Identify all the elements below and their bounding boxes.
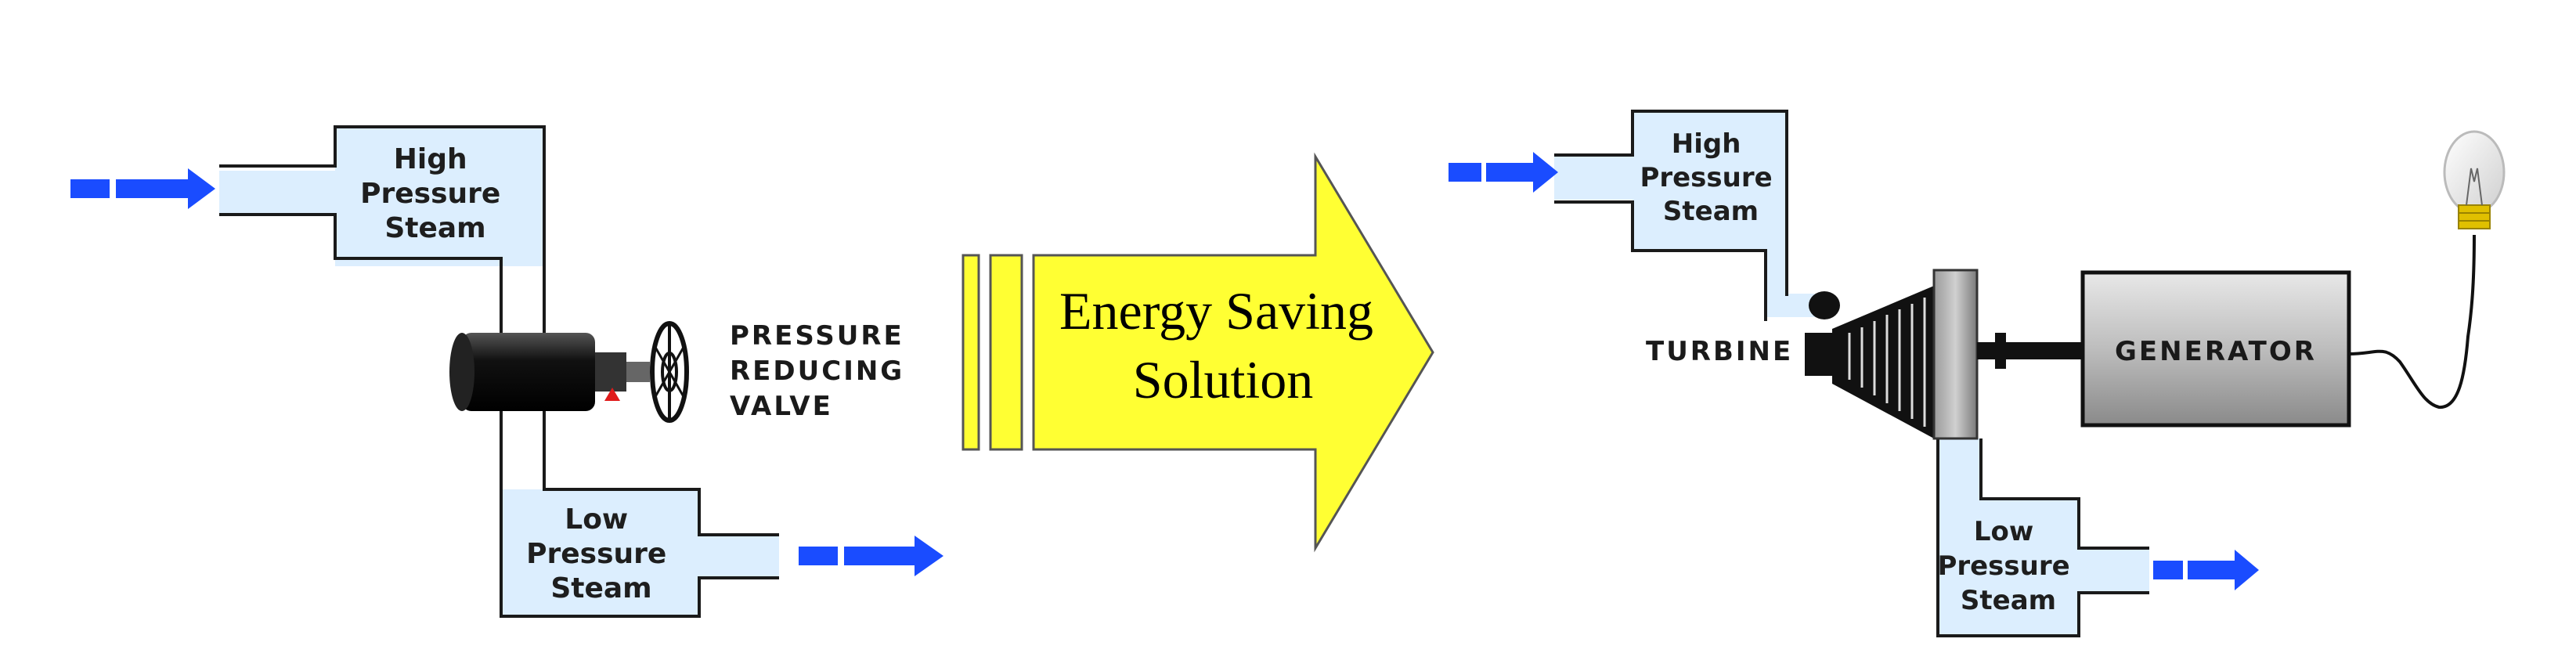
left-steam-fill: [219, 127, 779, 616]
valve-spindle: [626, 362, 650, 382]
turbine-casing: [1832, 286, 1934, 438]
shaft-coupling: [1995, 333, 2006, 369]
right-pipe-wall-lower: [1554, 200, 1767, 321]
turbine: [1805, 269, 1979, 440]
right-system: High Pressure Steam TURBINE: [1449, 110, 2506, 637]
light-bulb-icon: [2443, 130, 2506, 229]
pressure-reducing-valve: [449, 321, 689, 423]
left-pipe-wall-lower: [219, 213, 503, 333]
left-system: High Pressure Steam PRESSURE REDUCING VA…: [70, 125, 943, 618]
arrow-tail-bar-1: [961, 254, 980, 451]
right-steam-fill-out: [1938, 438, 2149, 636]
generator-body: [2080, 270, 2351, 428]
right-pipe-wall-out-outer: [1936, 438, 2149, 637]
left-outlet-label: Low Pressure Steam: [526, 503, 676, 604]
turbine-steam-inlet: [1809, 291, 1840, 319]
right-outlet-flow-arrow: [2153, 550, 2259, 590]
valve-label: PRESSURE REDUCING VALVE: [730, 320, 916, 422]
left-inlet-flow-arrow: [70, 168, 215, 209]
right-outlet-label: Low Pressure Steam: [1937, 516, 2079, 616]
left-outlet-flow-arrow: [799, 536, 943, 576]
valve-indicator-icon: [604, 388, 620, 401]
left-pipe-wall-upper: [219, 125, 546, 333]
turbine-label: TURBINE: [1646, 336, 1793, 367]
power-wire: [2348, 234, 2476, 409]
right-pipe-wall-upper: [1554, 110, 1788, 296]
valve-body: [462, 333, 595, 411]
handwheel-icon: [650, 321, 689, 423]
left-pipe-wall-out-inner: [543, 407, 779, 536]
right-pipe-wall-out-inner: [1979, 438, 2149, 550]
turbine-hub: [1932, 269, 1979, 440]
right-steam-fill: [1554, 111, 1828, 317]
right-inlet-flow-arrow: [1449, 152, 1558, 193]
energy-saving-arrow: Energy Saving Solution: [961, 152, 1434, 553]
turbine-generator-shaft: [1977, 342, 2083, 359]
turbine-blades-icon: [1848, 298, 1926, 427]
right-inlet-label: High Pressure Steam: [1640, 128, 1781, 227]
valve-body-end: [449, 333, 474, 411]
arrow-body: [1032, 152, 1434, 553]
left-pipe-wall-out-outer: [500, 407, 779, 618]
generator: GENERATOR: [2080, 270, 2351, 428]
valve-stem: [595, 352, 626, 392]
arrow-tail-bar-2: [989, 254, 1023, 451]
energy-saving-label: Energy Saving Solution: [1059, 281, 1387, 410]
left-inlet-label: High Pressure Steam: [360, 143, 511, 244]
generator-label: GENERATOR: [2115, 336, 2317, 367]
